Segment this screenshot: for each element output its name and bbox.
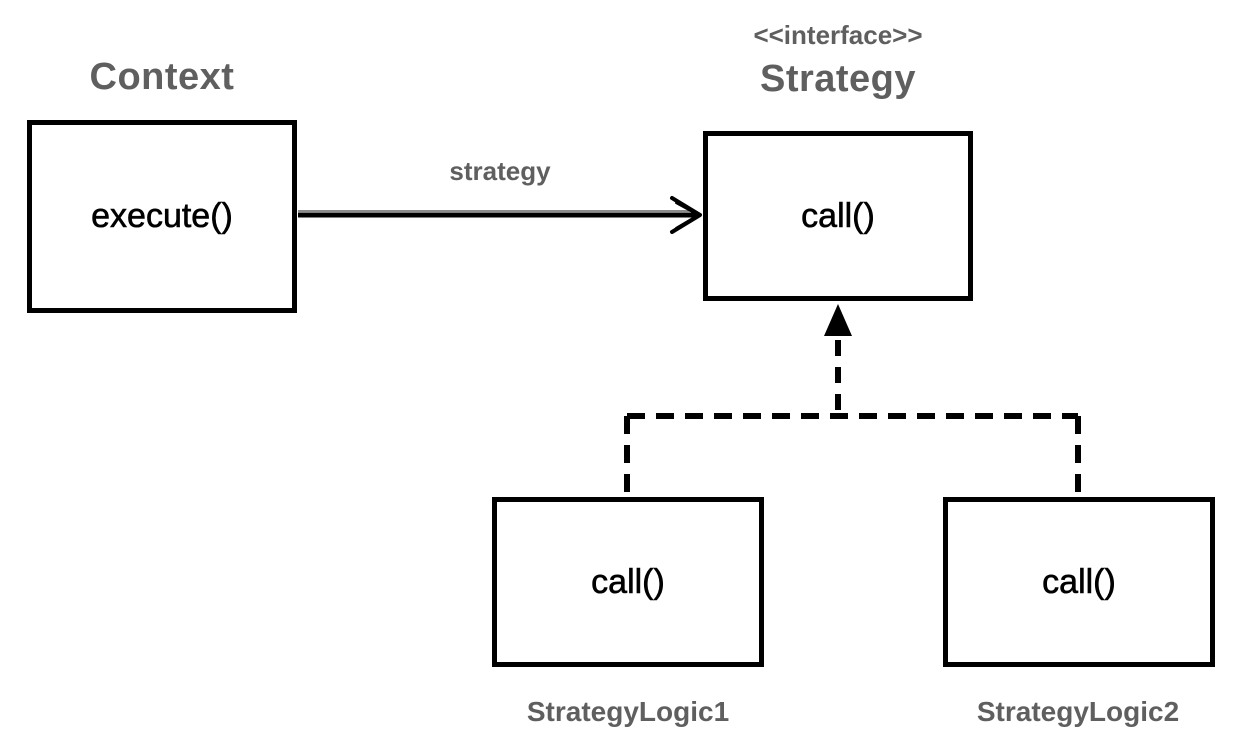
realization-arrowhead-icon: [824, 304, 852, 336]
context-title: Context: [89, 56, 235, 98]
association-arrow: [298, 196, 702, 234]
open-arrowhead-icon: [670, 196, 702, 234]
strategy-logic-2-name: StrategyLogic2: [976, 696, 1180, 727]
strategy-logic-1-name: StrategyLogic1: [526, 696, 730, 727]
strategy-title: Strategy: [759, 58, 917, 100]
strategy-stereotype: <<interface>>: [753, 20, 923, 50]
association-label: strategy: [449, 156, 551, 186]
strategy-logic-1-box: call(): [492, 497, 764, 667]
strategy-box: call(): [703, 131, 973, 301]
strategy-method: call(): [801, 196, 875, 235]
strategy-logic-2-box: call(): [943, 497, 1215, 667]
open-arrowhead-texture: [675, 202, 699, 229]
strategy-logic-2-method: call(): [1042, 562, 1116, 601]
realization-connector: [624, 304, 1081, 498]
strategy-logic-1-method: call(): [591, 562, 665, 601]
context-method: execute(): [91, 197, 233, 236]
context-box: execute(): [27, 120, 297, 313]
